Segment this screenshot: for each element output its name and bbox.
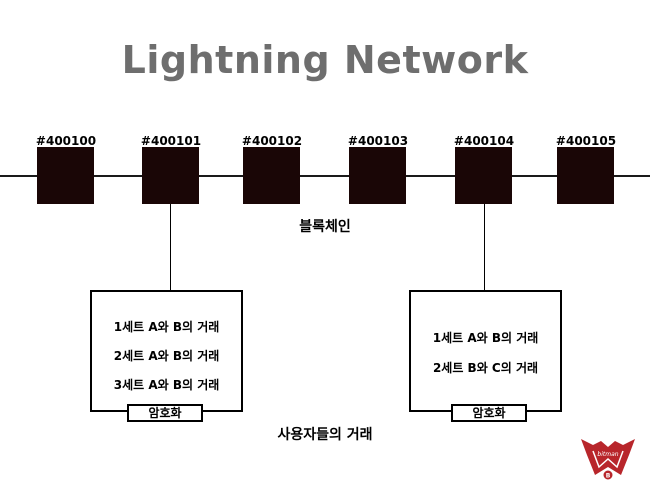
encryption-label-left: 암호화 xyxy=(127,404,203,422)
channel-box-left: 1세트 A와 B의 거래 2세트 A와 B의 거래 3세트 A와 B의 거래 xyxy=(90,290,243,412)
bitman-logo-icon: B bitman xyxy=(581,439,635,481)
channel-box-right: 1세트 A와 B의 거래 2세트 B와 C의 거래 xyxy=(409,290,562,412)
channel-transaction: 3세트 A와 B의 거래 xyxy=(113,378,220,392)
users-caption: 사용자들의 거래 xyxy=(277,427,373,443)
block-5 xyxy=(557,147,614,204)
block-label-5: #400105 xyxy=(555,134,617,148)
block-label-1: #400101 xyxy=(140,134,202,148)
channel-transaction: 2세트 B와 C의 거래 xyxy=(432,361,539,375)
diagram-title: Lightning Network xyxy=(121,38,529,82)
blockchain-line xyxy=(0,175,650,177)
block-0 xyxy=(37,147,94,204)
channel-transaction: 2세트 A와 B의 거래 xyxy=(113,349,220,363)
channel-transaction: 1세트 A와 B의 거래 xyxy=(432,331,539,345)
encryption-label-right: 암호화 xyxy=(451,404,527,422)
block-4 xyxy=(455,147,512,204)
channel-connector-left xyxy=(170,204,171,290)
channel-connector-right xyxy=(484,204,485,290)
block-label-4: #400104 xyxy=(453,134,515,148)
channel-transaction: 1세트 A와 B의 거래 xyxy=(113,320,220,334)
block-2 xyxy=(243,147,300,204)
block-label-2: #400102 xyxy=(241,134,303,148)
block-1 xyxy=(142,147,199,204)
block-3 xyxy=(349,147,406,204)
block-label-3: #400103 xyxy=(347,134,409,148)
svg-text:bitman: bitman xyxy=(597,451,618,458)
svg-text:B: B xyxy=(606,473,611,480)
block-label-0: #400100 xyxy=(35,134,97,148)
blockchain-caption: 블록체인 xyxy=(299,219,351,235)
